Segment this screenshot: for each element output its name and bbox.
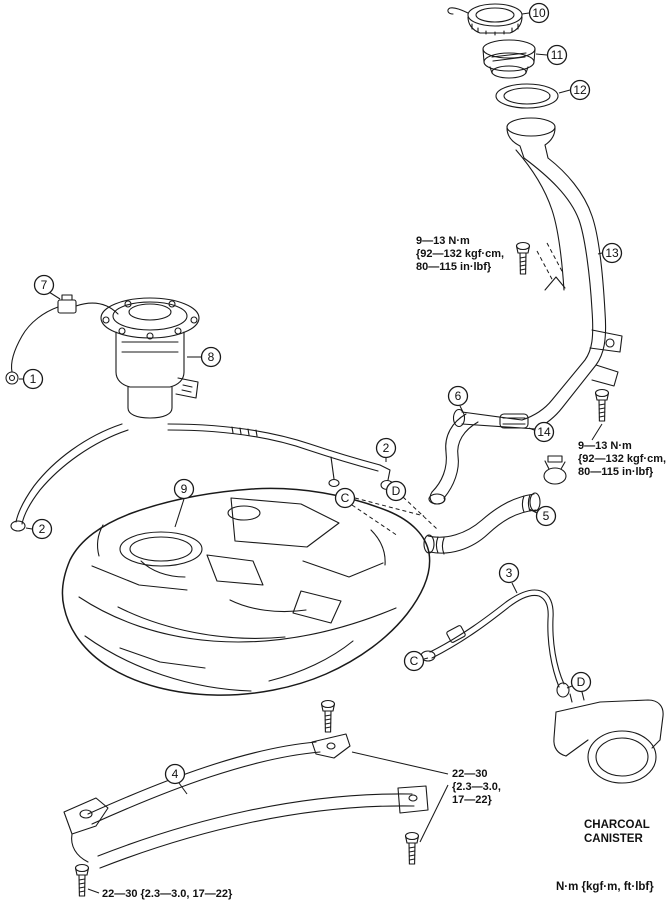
- callout-4: 4: [164, 763, 188, 795]
- spec-leaders: [87, 751, 449, 894]
- filler-cap-inner: [482, 39, 536, 79]
- ring-terminal: [5, 371, 19, 385]
- strap-bolt-right-top: [320, 699, 336, 733]
- svg-text:3: 3: [506, 566, 513, 580]
- callout-11: 11: [535, 44, 568, 66]
- callout-5: 5: [528, 505, 557, 527]
- connection-indicators: [351, 496, 438, 537]
- strap-left-bracket: [63, 797, 109, 863]
- bolt-alignment-dashes: [536, 242, 566, 291]
- svg-text:{92—132 kgf·cm,: {92—132 kgf·cm,: [578, 453, 666, 465]
- callout-14: 14: [528, 421, 555, 443]
- torque-spec-strap-bolts-right: 22—30 {2.3—3.0, 17—22}: [452, 768, 501, 806]
- filler-hose: [423, 492, 541, 555]
- callout-C-lower: C: [403, 650, 429, 672]
- svg-text:CHARCOAL: CHARCOAL: [584, 819, 650, 831]
- callout-1: 1: [19, 368, 44, 390]
- callout-D-upper: D: [385, 480, 407, 502]
- charcoal-canister-label: CHARCOAL CANISTER: [584, 819, 650, 845]
- callout-6: 6: [447, 385, 469, 413]
- svg-text:5: 5: [543, 509, 550, 523]
- bracket-bolt: [594, 388, 610, 422]
- callout-10: 10: [521, 2, 550, 24]
- svg-text:22—30: 22—30: [452, 768, 487, 780]
- check-valve: [499, 413, 529, 429]
- svg-text:80—115 in·lbf}: 80—115 in·lbf}: [416, 261, 492, 273]
- fuel-pump-unit: [100, 297, 200, 419]
- strap-bolt-right-bottom: [404, 831, 420, 865]
- hose-clamp: [543, 455, 567, 485]
- svg-text:2: 2: [39, 522, 46, 536]
- svg-text:C: C: [410, 654, 419, 668]
- svg-text:10: 10: [532, 6, 546, 20]
- svg-text:8: 8: [208, 350, 215, 364]
- tank-strap-front: [87, 733, 351, 825]
- callout-12: 12: [558, 79, 591, 101]
- svg-text:6: 6: [455, 389, 462, 403]
- charcoal-canister: [553, 691, 664, 784]
- svg-text:2: 2: [383, 441, 390, 455]
- fuel-filler-cap: [447, 3, 523, 36]
- fuel-tank: [61, 487, 431, 696]
- callout-D-lower: D: [566, 671, 592, 693]
- evap-pipe: [420, 589, 570, 698]
- fuel-filler-pipe: [452, 117, 623, 430]
- tank-strap-rear: [97, 785, 429, 869]
- callout-2-right: 2: [375, 437, 397, 462]
- filler-neck-seal-ring: [495, 83, 559, 109]
- svg-text:7: 7: [41, 278, 48, 292]
- svg-text:11: 11: [551, 48, 564, 62]
- svg-text:13: 13: [605, 246, 619, 260]
- torque-spec-filler-pipe-bolt: 9—13 N·m {92—132 kgf·cm, 80—115 in·lbf}: [416, 235, 504, 273]
- svg-text:1: 1: [30, 372, 37, 386]
- callout-3: 3: [498, 562, 520, 594]
- svg-text:9—13 N·m: 9—13 N·m: [416, 235, 470, 247]
- fuel-line-left: [10, 423, 129, 532]
- svg-text:9—13 N·m: 9—13 N·m: [578, 440, 632, 452]
- callout-7: 7: [33, 274, 61, 300]
- svg-text:{92—132 kgf·cm,: {92—132 kgf·cm,: [416, 248, 504, 260]
- svg-text:D: D: [577, 675, 586, 689]
- svg-text:14: 14: [537, 425, 551, 439]
- callout-13: 13: [597, 242, 623, 264]
- sender-wire: [10, 294, 119, 373]
- svg-text:9: 9: [181, 482, 188, 496]
- svg-text:17—22}: 17—22}: [452, 794, 492, 806]
- units-note: N·m {kgf·m, ft·lbf}: [556, 881, 654, 893]
- svg-text:C: C: [341, 491, 350, 505]
- svg-text:D: D: [392, 484, 401, 498]
- svg-text:80—115 in·lbf}: 80—115 in·lbf}: [578, 466, 654, 478]
- filler-pipe-bolt: [515, 241, 531, 275]
- callout-2-left: 2: [25, 518, 53, 540]
- torque-spec-strap-bolt-left: 22—30 {2.3—3.0, 17—22}: [102, 888, 233, 900]
- fuel-line-right: [167, 423, 394, 491]
- bracket-bolt-spec-leader: [591, 423, 603, 441]
- svg-text:CANISTER: CANISTER: [584, 833, 643, 845]
- callout-9: 9: [173, 478, 195, 528]
- strap-bolt-left: [74, 863, 90, 897]
- svg-text:12: 12: [573, 83, 587, 97]
- svg-text:{2.3—3.0,: {2.3—3.0,: [452, 781, 501, 793]
- callout-C-upper: C: [334, 487, 356, 509]
- callout-8: 8: [187, 346, 222, 368]
- torque-spec-bracket-bolt: 9—13 N·m {92—132 kgf·cm, 80—115 in·lbf}: [578, 440, 666, 478]
- breather-hose: [428, 413, 479, 505]
- svg-text:4: 4: [172, 767, 179, 781]
